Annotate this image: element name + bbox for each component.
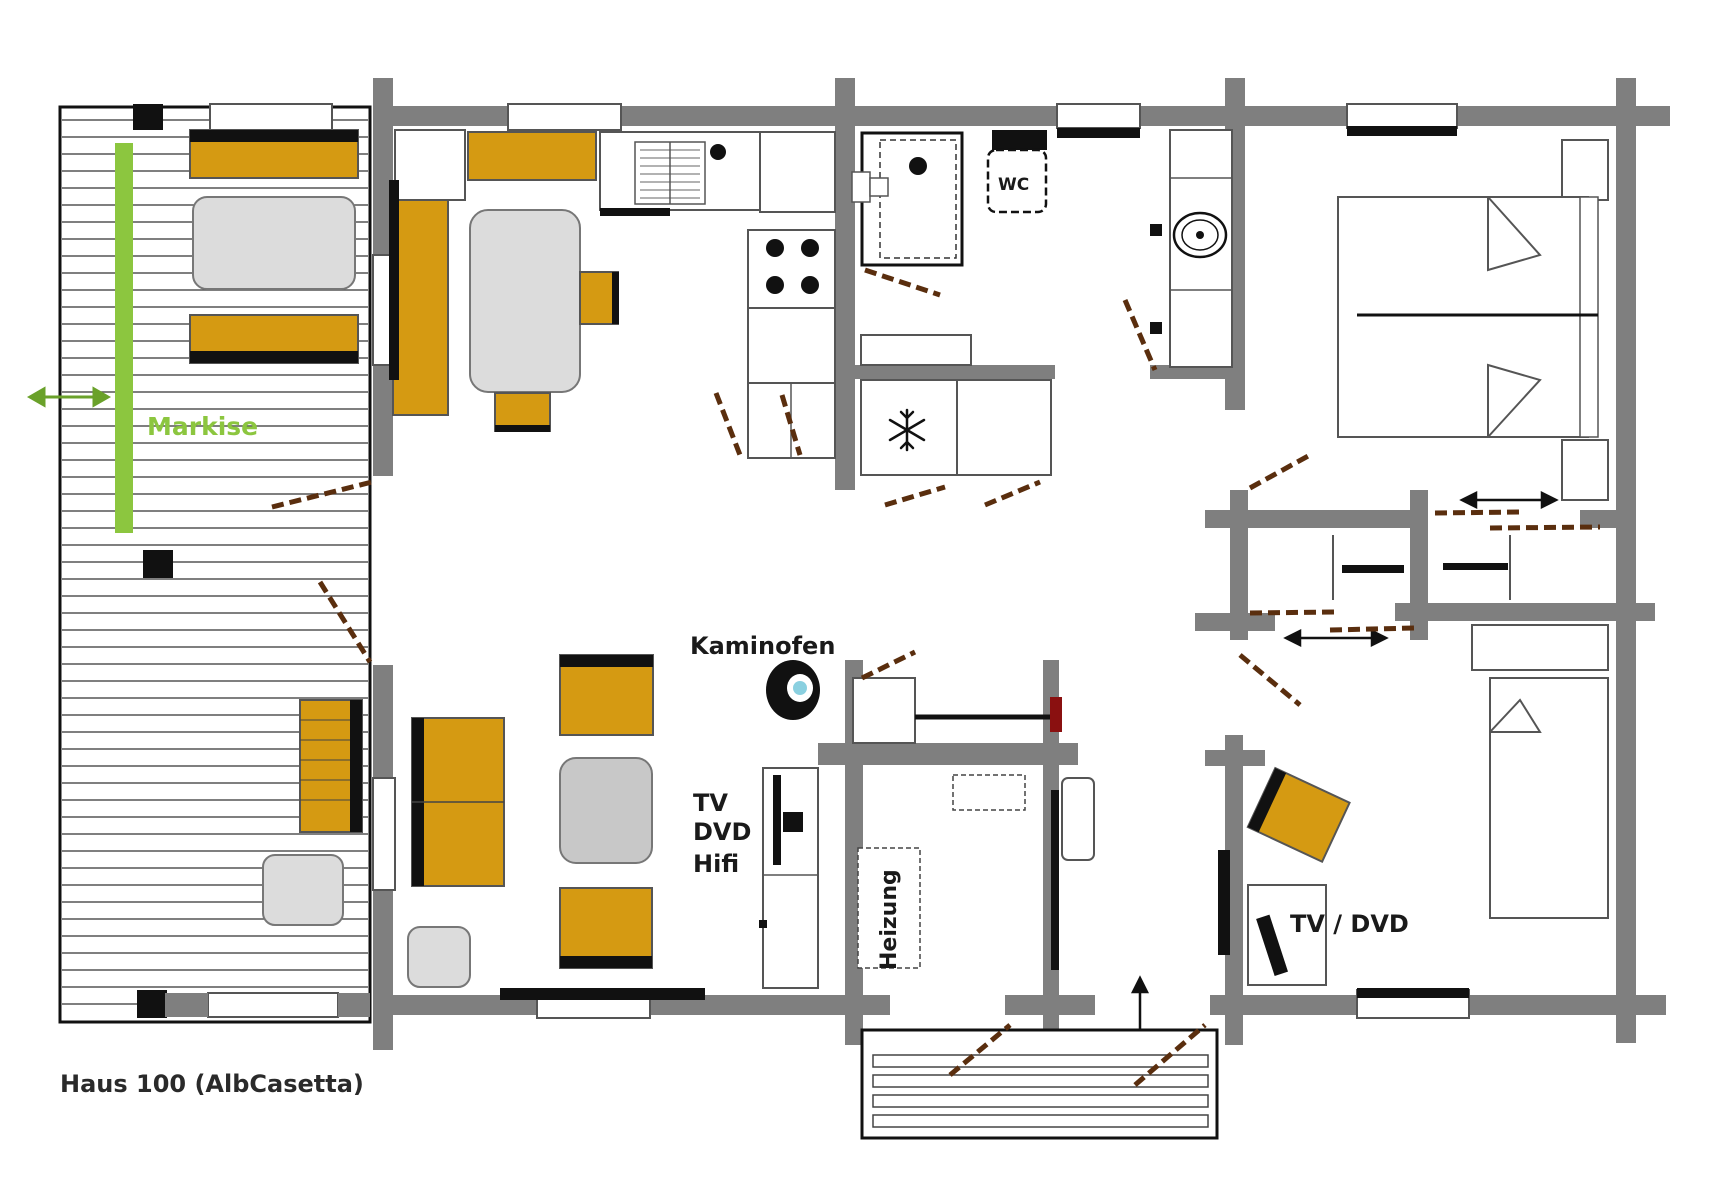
- terrace-lounge: [189, 129, 359, 364]
- awning-label: Markise: [147, 412, 258, 441]
- bedroom-tv-label: TV / DVD: [1290, 910, 1409, 938]
- awning-bar: [115, 143, 133, 533]
- tv-label-line3: Hifi: [693, 850, 739, 878]
- awning-arrow-icon: [26, 386, 112, 408]
- terrace-post: [143, 550, 173, 578]
- snowflake-icon: [888, 408, 926, 452]
- plan-caption: Haus 100 (AlbCasetta): [60, 1070, 364, 1098]
- terrace-wall-segment: [165, 993, 208, 1017]
- heating-label: Heizung: [877, 869, 902, 970]
- stove-label: Kaminofen: [690, 632, 835, 660]
- stove: [766, 660, 820, 720]
- terrace-wall-segment: [338, 993, 370, 1017]
- kitchen: [599, 131, 1052, 476]
- living-room-furniture: [407, 654, 654, 988]
- terrace-post: [133, 104, 163, 130]
- terrace-bench: [299, 699, 363, 833]
- bathroom: [851, 129, 1233, 368]
- second-bedroom: [1218, 624, 1609, 986]
- entrance-steps: [860, 1028, 1219, 1140]
- terrace-window: [209, 103, 333, 131]
- dining-area: [389, 129, 619, 432]
- door-swings: [271, 267, 1601, 1087]
- wc-label: WC: [998, 175, 1029, 195]
- terrace-post: [137, 990, 167, 1018]
- wardrobe-area: [1332, 535, 1511, 600]
- tv-cabinet: [759, 767, 819, 989]
- tv-label-line2: DVD: [693, 818, 751, 846]
- tv-label-line1: TV: [693, 789, 728, 817]
- utility-room: [852, 677, 1095, 970]
- terrace-side-table: [262, 854, 344, 926]
- terrace-window: [207, 992, 339, 1018]
- master-bedroom: [1337, 139, 1609, 501]
